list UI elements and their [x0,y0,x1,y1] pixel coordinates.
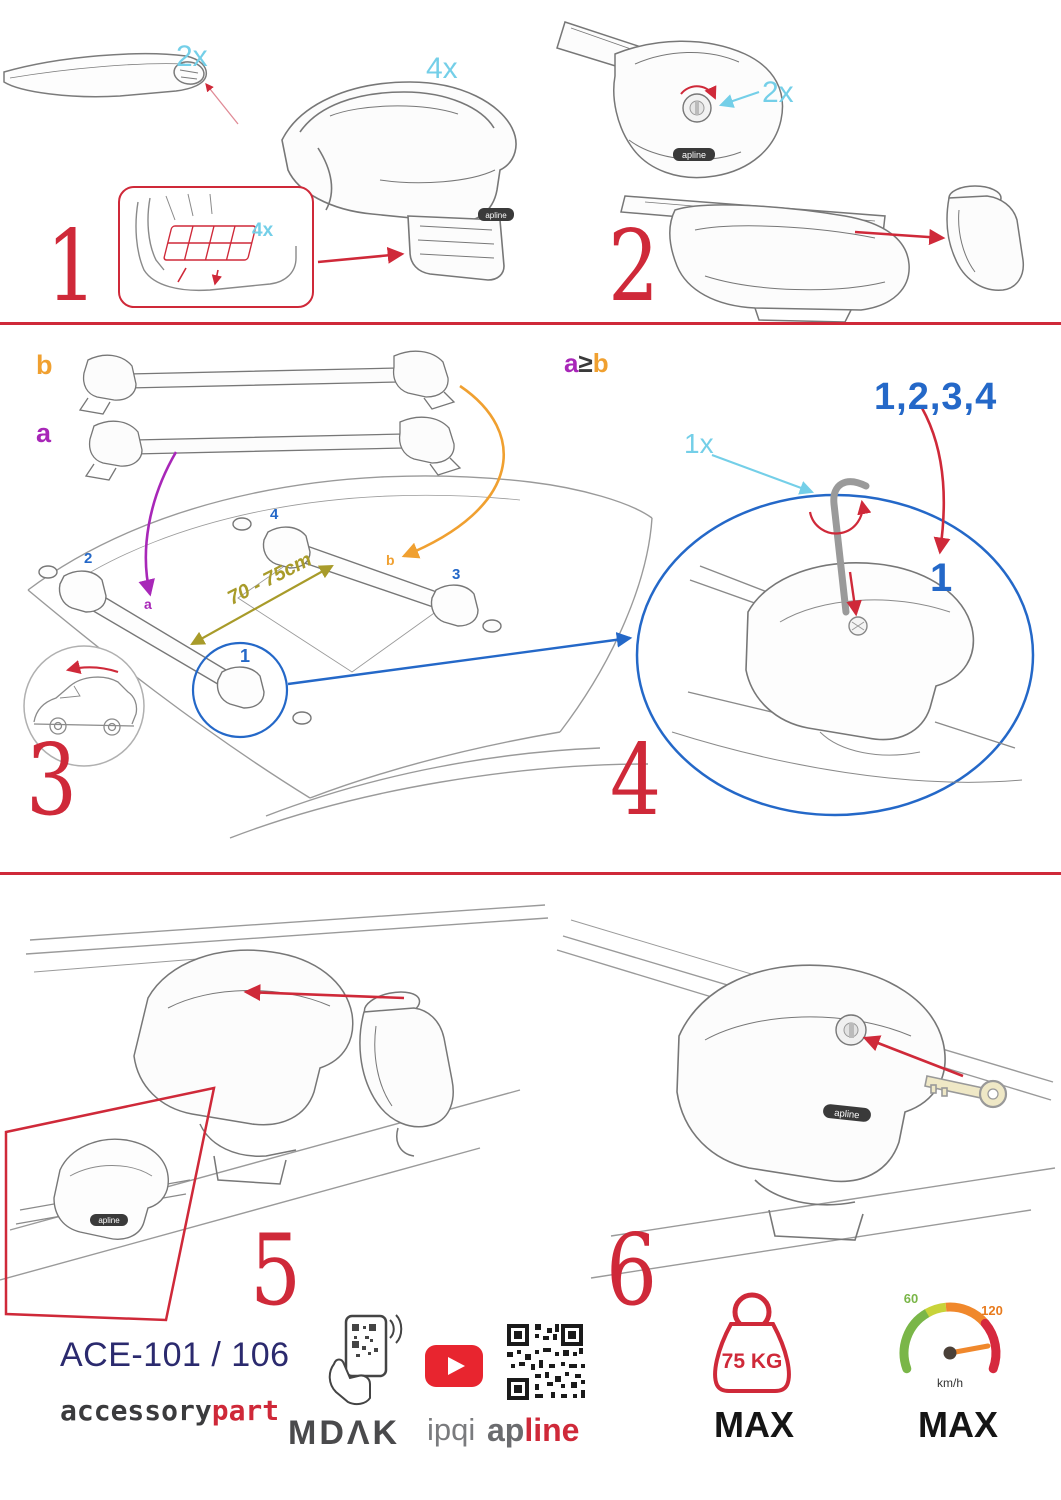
svg-text:apline: apline [98,1216,120,1225]
svg-text:apline: apline [834,1108,860,1122]
locked-foot-inset: apline [4,1086,216,1322]
lock-qty-arrow [718,90,760,108]
qr-code-icon [503,1320,587,1404]
step4-key-qty: 1x [684,428,714,459]
crossbar-illustration [3,52,208,98]
section-divider-1 [0,322,1061,325]
step3-illustration [23,350,653,839]
endcap-insert-arrow [854,228,946,246]
rubber-pad-illustration [135,193,297,305]
order-callout-arrow [920,407,951,555]
foot-brand-badge: apline [673,148,715,161]
zoom-callout-arrow [287,632,633,686]
brand-mdak: MDΛK [288,1414,401,1452]
lock-turn-arrow [680,85,717,100]
position-2-label: 2 [84,550,93,567]
svg-text:apline: apline [682,150,706,160]
inset-to-foot-arrow [317,246,405,264]
bar-a-label: a [36,418,52,448]
step1-bar-qty: 2x [176,40,208,73]
speed-low-label: 60 [904,1291,918,1306]
scan-phone-icon [328,1314,403,1406]
rule-a: a [564,348,579,378]
car-side-inset [23,645,145,767]
position-b-label: b [386,552,395,568]
step1-pad-qty: 4x [252,220,274,241]
weight-max-label: MAX [714,1404,794,1445]
key-rotation-arrow [808,499,872,535]
foot-top-view [556,21,784,179]
tighten-bolt-arrow [846,571,862,617]
step1-number: 1 [46,210,98,324]
step1-foot-qty: 4x [426,52,458,85]
step1-illustration: apline [3,52,517,281]
bar-a-position-arrow [138,451,178,597]
bar-pointer-arrow [205,83,239,125]
lock-cylinder-icon [835,1014,867,1046]
step4-illustration [635,407,1035,817]
foot-endcap-assembly [620,185,1025,323]
model-number: ACE-101 / 106 [60,1336,290,1374]
lock-cylinder-icon [682,93,712,123]
speed-unit-label: km/h [937,1376,963,1390]
step5-number: 5 [250,1214,302,1328]
spacing-rule: a≥b [564,348,609,379]
rubber-pad-inset [118,186,314,308]
step4-number: 4 [610,724,662,838]
rule-operator: ≥ [578,348,593,378]
step2-lock-qty: 2x [762,76,794,109]
max-speed-icon: 60 120 km/h [899,1291,1003,1390]
position-3-label: 3 [452,566,461,583]
rule-b: b [592,348,609,378]
foot-cover-assembly [133,949,454,1185]
car-roof-view [27,475,653,839]
locking-foot [676,964,946,1241]
foot-brand-badge: apline [90,1214,128,1226]
section-divider-2 [0,872,1061,875]
foot-brand-badge: apline [823,1104,871,1122]
brand-apline: apline [487,1412,579,1449]
pad-insert-arrows [177,267,218,284]
crossbar-a [84,416,462,481]
max-weight-icon: 75 KG [713,1292,791,1393]
weight-value: 75 KG [722,1350,783,1373]
mounted-crossbars [38,517,502,725]
bar-b-label: b [36,350,53,380]
foot-illustration [281,81,517,281]
key-icon [924,1075,1008,1109]
foot-brand-badge: apline [478,208,514,221]
key-qty-arrow [711,453,815,495]
step5-illustration: apline [0,904,549,1322]
cover-slide-arrow [243,984,405,1001]
position-1-label: 1 [240,646,251,666]
step6-number: 6 [606,1214,658,1328]
brand-ipqi: ipqi [427,1412,476,1447]
brand-part: part [211,1394,280,1427]
step2-illustration: apline [556,21,1025,323]
position-a-label: a [144,596,152,612]
distance-arrow [190,564,334,646]
first-position-label: 1 [930,556,953,600]
step6-illustration: apline [556,919,1056,1279]
speed-high-label: 120 [981,1303,1003,1318]
bar-b-position-arrow [401,384,506,559]
allen-key-icon [830,478,870,636]
position-4-label: 4 [270,506,279,523]
detail-highlight-circle [191,641,289,739]
brand-ap: ap [487,1412,525,1448]
step2-number: 2 [608,210,660,324]
youtube-icon [425,1345,483,1387]
brand-accessory: accessory [60,1394,212,1427]
car-direction-arrow [65,660,119,674]
crossbar-b [78,350,456,415]
tighten-order: 1,2,3,4 [874,376,998,418]
brand-wordmark: accessorypart [60,1394,279,1427]
rubber-pad-grid [163,225,257,261]
step3-number: 3 [26,724,78,838]
speed-max-label: MAX [918,1404,998,1445]
key-insert-arrow [862,1035,964,1078]
brand-line: line [524,1412,580,1448]
hand-icon [328,1358,371,1406]
svg-text:apline: apline [485,211,507,220]
